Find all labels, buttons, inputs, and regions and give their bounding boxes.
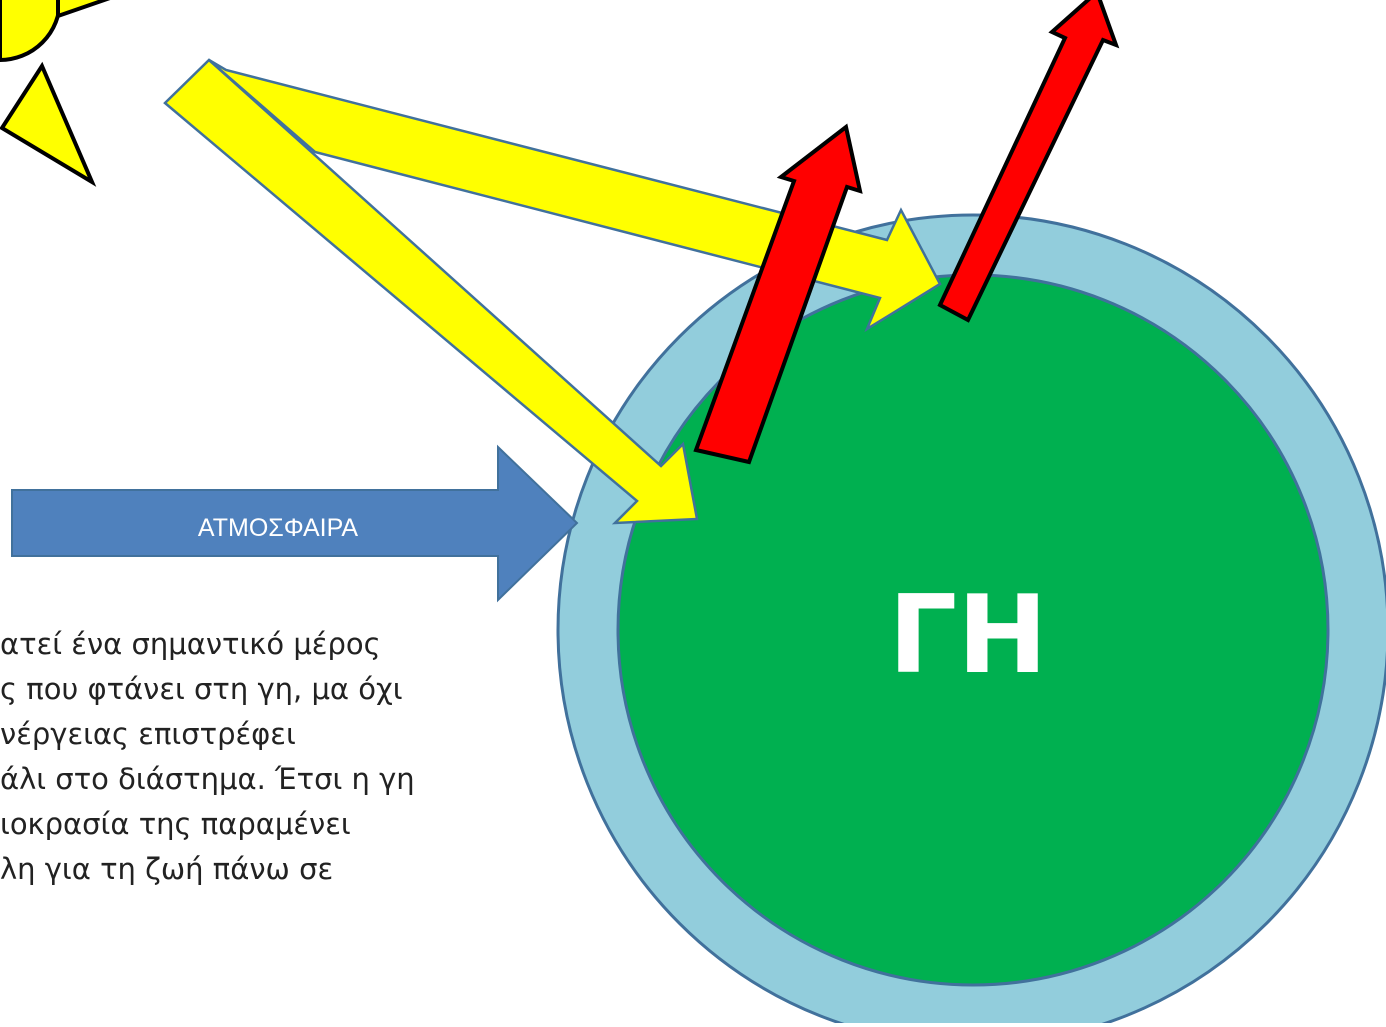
caption-line: ς που φτάνει στη γη, μα όχι [0,672,403,706]
caption-line: ιοκρασία της παραμένει [0,807,351,841]
sunlight-arrow-long [208,58,942,333]
atmosphere-label-arrow [11,444,579,603]
infrared-arrow-right [937,0,1120,323]
caption-line: λη για τη ζωή πάνω σε [0,852,334,886]
sun-disc [0,0,62,63]
caption-line: ατεί ένα σημαντικό μέρος [0,627,381,661]
sun-ray-top [56,0,111,19]
caption-line: νέργειας επιστρέφει [0,717,296,751]
infrared-arrow-left [693,123,863,465]
atmosphere-label: ΑΤΜΟΣΦΑΙΡΑ [198,514,358,542]
sun [0,0,111,187]
sun-ray-lower [0,61,97,187]
earth-label: ΓΗ [888,573,1047,698]
caption-line: άλι στο διάστημα. Έτσι η γη [0,762,415,796]
sunlight-arrow-diagonal [163,58,699,525]
